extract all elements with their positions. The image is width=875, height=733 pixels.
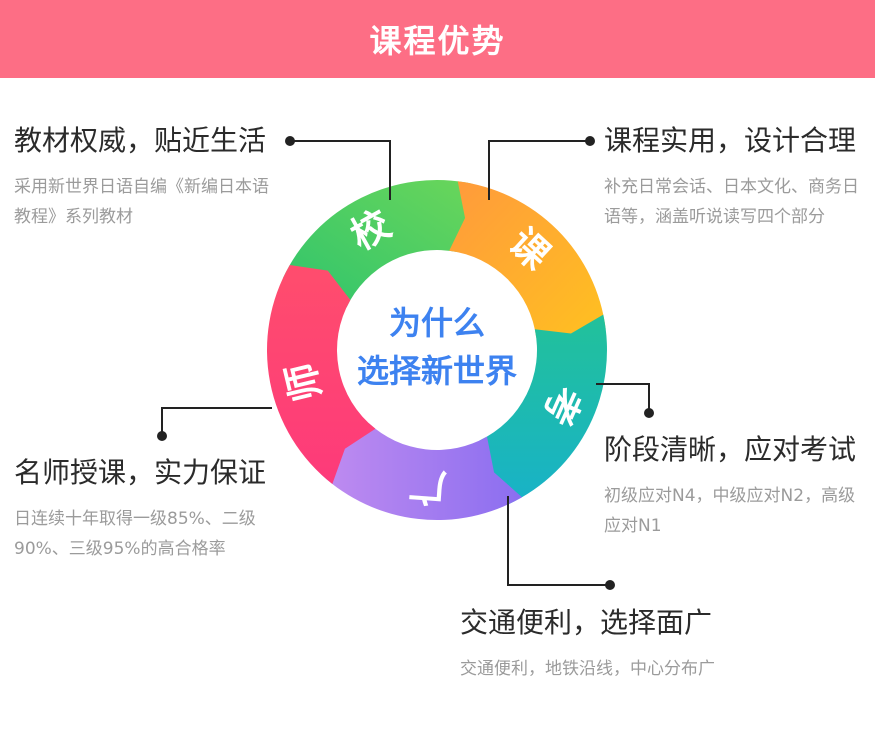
feature-exam-desc: 初级应对N4，中级应对N2，高级应对N1: [604, 485, 856, 536]
segment-location-label: 广: [407, 463, 448, 510]
feature-teacher-desc: 日连续十年取得一级85%、二级90%、三级95%的高合格率: [14, 508, 256, 559]
segment-teacher: [267, 265, 376, 484]
segment-location: [321, 423, 522, 520]
connector-dot-course: [585, 136, 595, 146]
center-text-line1: 为什么: [389, 304, 485, 342]
feature-school-desc: 采用新世界日语自编《新编日本语教程》系列教材: [14, 176, 269, 227]
feature-course-desc: 补充日常会话、日本文化、商务日语等，涵盖听说读写四个部分: [604, 176, 859, 227]
connector-location: [507, 496, 610, 586]
ring-center: [340, 253, 534, 447]
center-text-line2: 选择新世界: [357, 352, 517, 390]
feature-course: 课程实用，设计合理 补充日常会话、日本文化、商务日语等，涵盖听说读写四个部分: [604, 124, 869, 232]
connector-dot-exam: [644, 408, 654, 418]
connector-exam: [596, 383, 650, 413]
feature-teacher: 名师授课，实力保证 日连续十年取得一级85%、二级90%、三级95%的高合格率: [14, 456, 304, 564]
feature-location-desc: 交通便利，地铁沿线，中心分布广: [460, 658, 715, 679]
feature-location: 交通便利，选择面广 交通便利，地铁沿线，中心分布广: [460, 606, 840, 684]
feature-exam-title: 阶段清晰，应对考试: [604, 433, 857, 466]
connector-teacher: [161, 407, 272, 436]
connector-school: [290, 140, 391, 200]
connector-dot-location: [605, 580, 615, 590]
connector-dot-teacher: [157, 431, 167, 441]
feature-school-title: 教材权威，贴近生活: [14, 124, 267, 157]
feature-course-title: 课程实用，设计合理: [604, 124, 857, 157]
connector-dot-school: [285, 136, 295, 146]
connector-course: [488, 140, 590, 200]
segment-exam: [479, 314, 607, 505]
feature-location-title: 交通便利，选择面广: [460, 606, 713, 639]
header-title: 课程优势: [369, 22, 506, 60]
segment-course: [449, 181, 606, 348]
feature-school: 教材权威，贴近生活 采用新世界日语自编《新编日本语教程》系列教材: [14, 124, 284, 232]
segment-school: [282, 180, 479, 308]
feature-exam: 阶段清晰，应对考试 初级应对N4，中级应对N2，高级应对N1: [604, 433, 864, 541]
header-banner: 课程优势: [0, 0, 875, 78]
feature-teacher-title: 名师授课，实力保证: [14, 456, 267, 489]
